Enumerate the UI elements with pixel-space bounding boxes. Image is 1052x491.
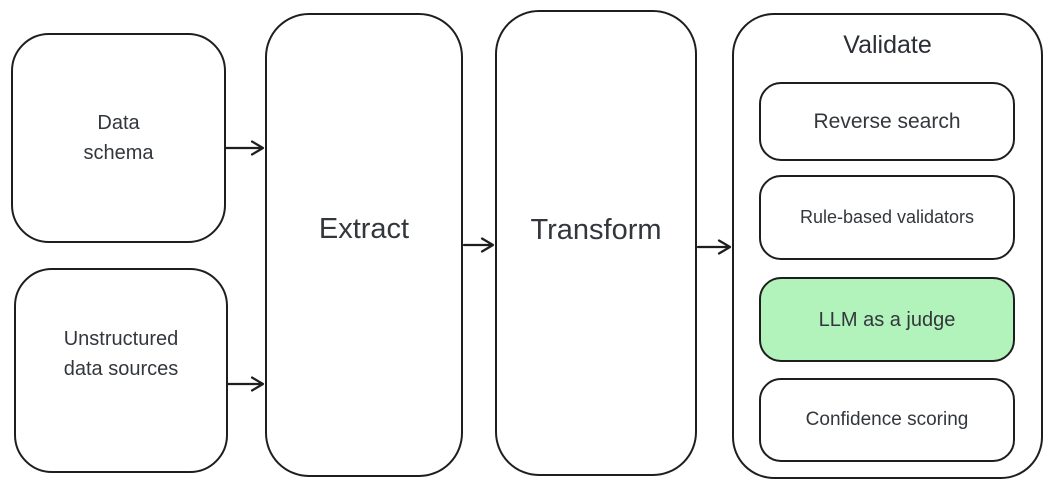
node-unstructured-data-sources-label: Unstructured data sources — [63, 327, 179, 380]
arrow-transform-to-validate — [696, 239, 732, 255]
node-data-schema: Data schema — [11, 33, 226, 243]
sub-node-rule-based-validators: Rule-based validators — [759, 175, 1015, 260]
sub-node-rule-based-validators-label: Rule-based validators — [799, 207, 975, 227]
node-unstructured-data-sources: Unstructured data sources — [14, 268, 228, 473]
node-transform: Transform — [495, 10, 697, 476]
node-validate-group: Validate Reverse search Rule-based valid… — [732, 13, 1043, 479]
arrow-extract-to-transform — [462, 237, 495, 253]
sub-node-confidence-scoring: Confidence scoring — [759, 378, 1015, 462]
node-extract: Extract — [265, 13, 463, 477]
arrow-data-schema-to-extract — [224, 140, 265, 156]
sub-node-llm-as-a-judge-highlighted: LLM as a judge — [759, 277, 1015, 362]
sub-node-confidence-scoring-label: Confidence scoring — [805, 408, 969, 430]
node-validate-title: Validate — [843, 31, 932, 59]
node-transform-label: Transform — [530, 214, 662, 247]
sub-node-reverse-search-label: Reverse search — [813, 109, 961, 133]
node-data-schema-label: Data schema — [83, 112, 154, 164]
sub-node-reverse-search: Reverse search — [759, 82, 1015, 161]
sub-node-llm-as-a-judge-label: LLM as a judge — [818, 308, 956, 331]
node-extract-label: Extract — [318, 213, 410, 246]
arrow-unstructured-to-extract — [226, 376, 265, 392]
